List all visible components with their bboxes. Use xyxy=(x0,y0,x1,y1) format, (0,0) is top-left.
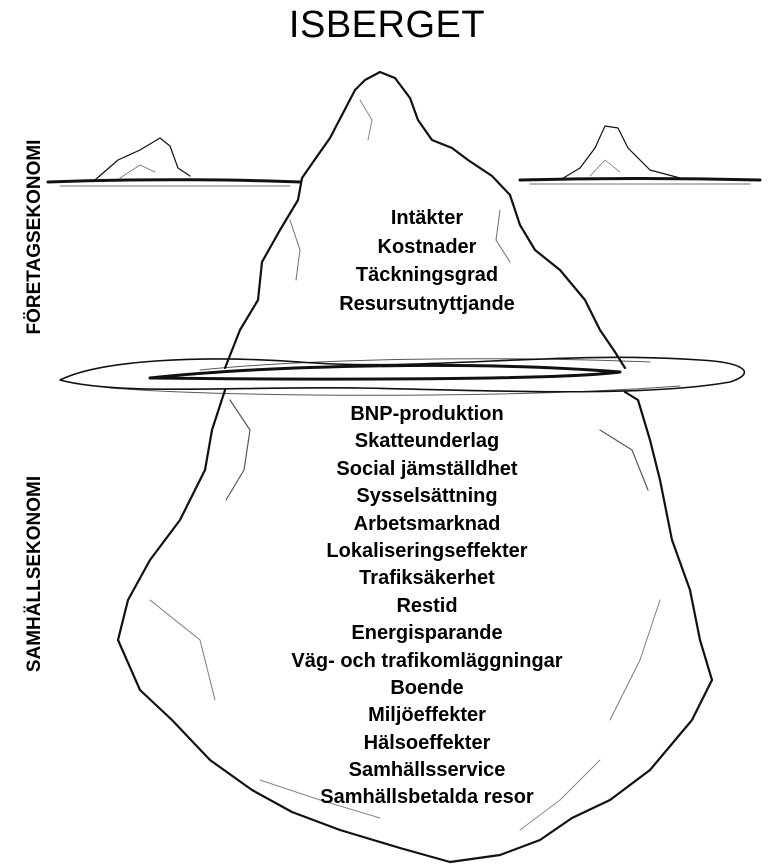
page-title: ISBERGET xyxy=(0,4,774,47)
horizon-line xyxy=(48,180,300,182)
below-water-item: Väg- och trafikomläggningar xyxy=(237,648,617,675)
below-water-item: Samhällsbetalda resor xyxy=(237,784,617,811)
above-water-list: Intäkter Kostnader Täckningsgrad Resursu… xyxy=(237,204,617,318)
below-water-item: Samhällsservice xyxy=(237,757,617,784)
above-water-item: Intäkter xyxy=(237,204,617,233)
below-water-list: BNP-produktion Skatteunderlag Social jäm… xyxy=(237,401,617,812)
above-water-item: Täckningsgrad xyxy=(237,261,617,290)
below-water-item: Sysselsättning xyxy=(237,483,617,510)
below-water-item: Social jämställdhet xyxy=(237,456,617,483)
below-water-item: Energisparande xyxy=(237,620,617,647)
below-water-item: Miljöeffekter xyxy=(237,702,617,729)
below-water-item: Restid xyxy=(237,593,617,620)
above-water-item: Kostnader xyxy=(237,233,617,262)
below-water-item: Skatteunderlag xyxy=(237,428,617,455)
side-label-social-economics: SAMHÄLLSEKONOMI xyxy=(24,444,46,704)
below-water-item: Boende xyxy=(237,675,617,702)
below-water-item: Lokaliseringseffekter xyxy=(237,538,617,565)
distant-iceberg-left xyxy=(95,138,190,180)
water-ripples xyxy=(60,357,744,391)
below-water-item: Hälsoeffekter xyxy=(237,730,617,757)
above-water-item: Resursutnyttjande xyxy=(237,290,617,319)
below-water-item: Arbetsmarknad xyxy=(237,511,617,538)
below-water-item: Trafiksäkerhet xyxy=(237,565,617,592)
below-water-item: BNP-produktion xyxy=(237,401,617,428)
side-label-business-economics: FÖRETAGSEKONOMI xyxy=(24,112,46,362)
